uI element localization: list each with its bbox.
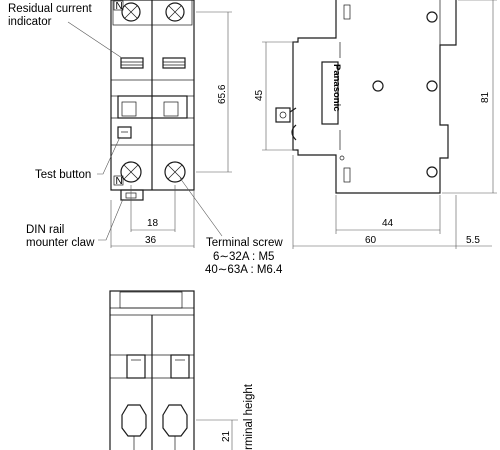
front-labels: Residual current indicator Test button D… <box>8 3 283 276</box>
terminal-opening-left <box>121 404 147 437</box>
dim-5-5: 5.5 <box>466 235 480 246</box>
dim-44: 44 <box>382 218 394 229</box>
brand-plate <box>321 61 339 125</box>
brand-label: Panasonic <box>331 64 342 112</box>
top-terminal-screw-left <box>121 2 141 22</box>
terminal-opening-right <box>162 404 188 437</box>
label-screw-small: 6∼32A : M5 <box>213 251 274 263</box>
label-mounter-claw: mounter claw <box>26 237 95 249</box>
label-residual-current: Residual current <box>8 3 93 15</box>
label-terminal-screw: Terminal screw <box>206 237 283 249</box>
label-test-button: Test button <box>35 169 91 181</box>
dim-36: 36 <box>145 235 157 246</box>
front-view: N N <box>110 0 195 201</box>
dim-45: 45 <box>254 89 265 101</box>
front-dimensions: 18 36 65.6 <box>110 11 232 248</box>
label-terminal-height: Terminal height <box>243 383 255 450</box>
bottom-terminal-screw-right <box>164 161 186 183</box>
marker-n-top: N <box>116 1 123 12</box>
label-indicator: indicator <box>8 16 52 28</box>
side-dimensions: 45 44 60 5.5 81 <box>254 0 497 249</box>
bottom-terminal-screw-left <box>120 161 142 183</box>
label-din-rail: DIN rail <box>26 224 64 236</box>
residual-indicator-right <box>162 57 186 69</box>
dim-60: 60 <box>365 235 377 246</box>
test-button <box>117 126 132 139</box>
residual-indicator-left <box>120 57 144 69</box>
din-rail-claw <box>120 189 144 201</box>
marker-n-bottom: N <box>116 176 123 187</box>
dim-81: 81 <box>480 91 491 103</box>
dim-18: 18 <box>147 218 159 229</box>
side-view: Panasonic <box>275 0 457 194</box>
dim-65-6: 65.6 <box>217 84 228 104</box>
lower-view <box>109 290 195 450</box>
lower-dimensions: 21 Terminal height <box>196 383 255 450</box>
top-terminal-screw-right <box>165 2 185 22</box>
dim-21: 21 <box>221 430 232 442</box>
label-screw-large: 40∼63A : M6.4 <box>205 264 283 276</box>
